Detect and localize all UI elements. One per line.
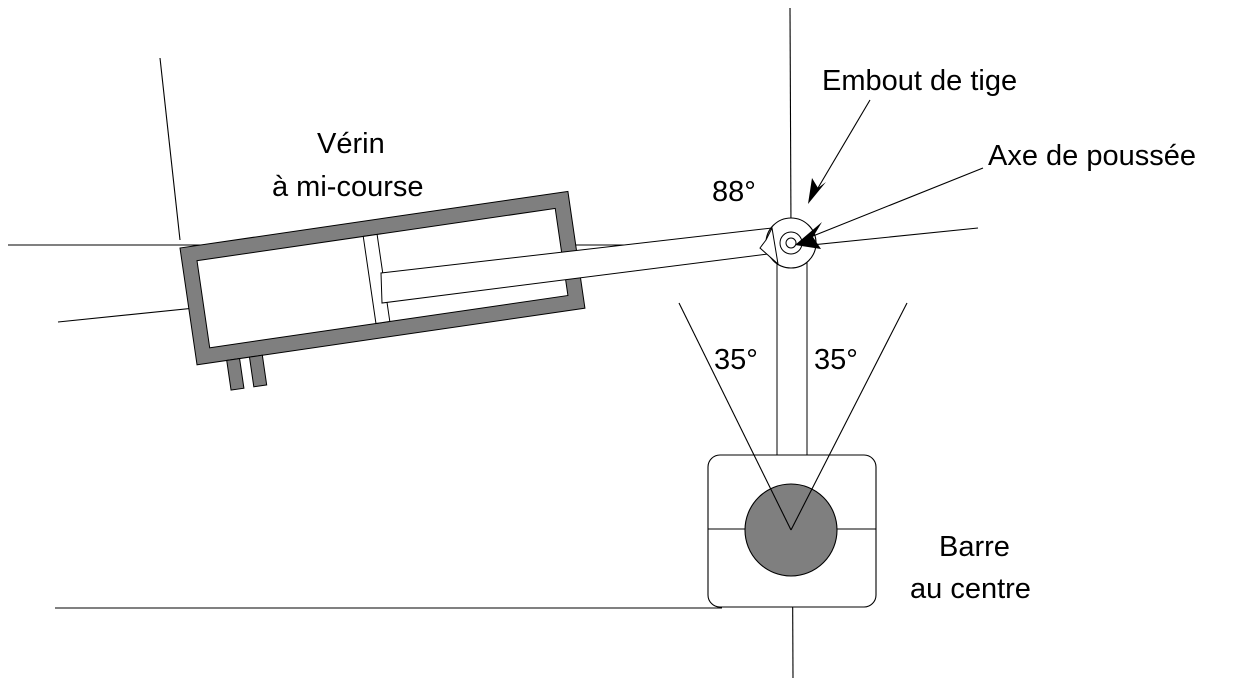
port-left [226,357,245,391]
bar-label-line1: Barre [939,531,1010,563]
clevis-pin-inner [785,237,797,249]
angle-35-left-label: 35° [714,344,758,376]
rod-end-leader-line [814,99,871,194]
angle-ray-left [678,302,792,531]
push-axis-arrowhead-icon [795,222,822,249]
push-axis-leader-line [807,167,984,239]
bar-label-line2: au centre [910,573,1031,605]
clevis-taper [759,226,779,266]
angle-88-label: 88° [712,176,756,208]
angle-ray-right [790,302,908,531]
cylinder-label-line2: à mi-course [272,171,424,203]
bar-housing [707,454,877,608]
cylinder-perpendicular-line [159,57,181,241]
rod-end-leader [808,99,871,204]
angle-35-right-label: 35° [814,344,858,376]
push-axis-label: Axe de poussée [988,140,1196,172]
cylinder-label-line1: Vérin [317,128,385,160]
push-axis-leader [795,167,984,249]
rod-end-label: Embout de tige [822,65,1017,97]
rod-end-arrowhead-icon [808,178,826,204]
port-right [248,354,268,388]
lever-arm [776,261,808,456]
